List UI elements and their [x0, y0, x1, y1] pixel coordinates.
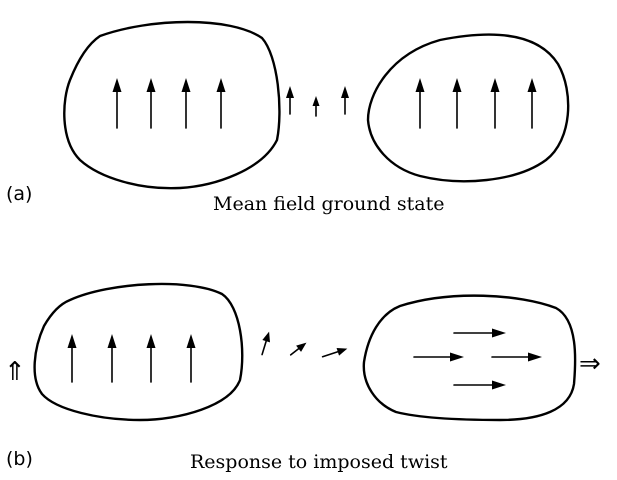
spin-arrow-icon	[527, 78, 537, 129]
left-double-arrow-icon: ⇑	[4, 357, 26, 387]
panel-a: (a) Mean field ground state	[6, 20, 570, 215]
spin-arrow-icon	[112, 78, 122, 129]
spin-arrow-icon	[146, 334, 156, 383]
panel-a-label: (a)	[6, 183, 32, 205]
spin-arrow-icon	[341, 86, 349, 115]
grain-b-left	[33, 282, 244, 422]
grain-a-left	[63, 20, 281, 190]
panel-b-label: (b)	[6, 448, 33, 470]
spin-arrow-icon	[312, 96, 320, 117]
spin-arrow-icon	[491, 352, 542, 362]
spin-arrow-icon	[453, 328, 506, 338]
spin-arrow-icon	[452, 78, 462, 129]
panel-a-caption: Mean field ground state	[213, 193, 444, 215]
spin-arrow-icon	[490, 78, 500, 129]
grain-a-right	[366, 33, 570, 183]
panel-b: ⇑ ⇒ (b) Response to imposed twist	[4, 282, 601, 473]
spin-arrow-icon	[146, 78, 156, 129]
spin-arrow-icon	[67, 334, 77, 383]
spin-arrow-icon	[413, 352, 464, 362]
right-double-arrow-icon: ⇒	[579, 349, 601, 379]
spin-arrow-icon	[107, 334, 117, 383]
spin-arrow-icon	[181, 78, 191, 129]
spin-arrow-icon	[289, 342, 307, 356]
spin-arrow-icon	[453, 380, 506, 390]
grain-b-right	[362, 294, 577, 422]
spin-arrow-icon	[286, 86, 294, 115]
spin-arrow-icon	[216, 78, 226, 129]
spin-arrow-icon	[415, 78, 425, 129]
spin-arrow-icon	[321, 347, 348, 358]
spin-arrow-icon	[261, 331, 270, 356]
spin-arrow-icon	[186, 334, 196, 383]
panel-b-caption: Response to imposed twist	[190, 451, 448, 473]
